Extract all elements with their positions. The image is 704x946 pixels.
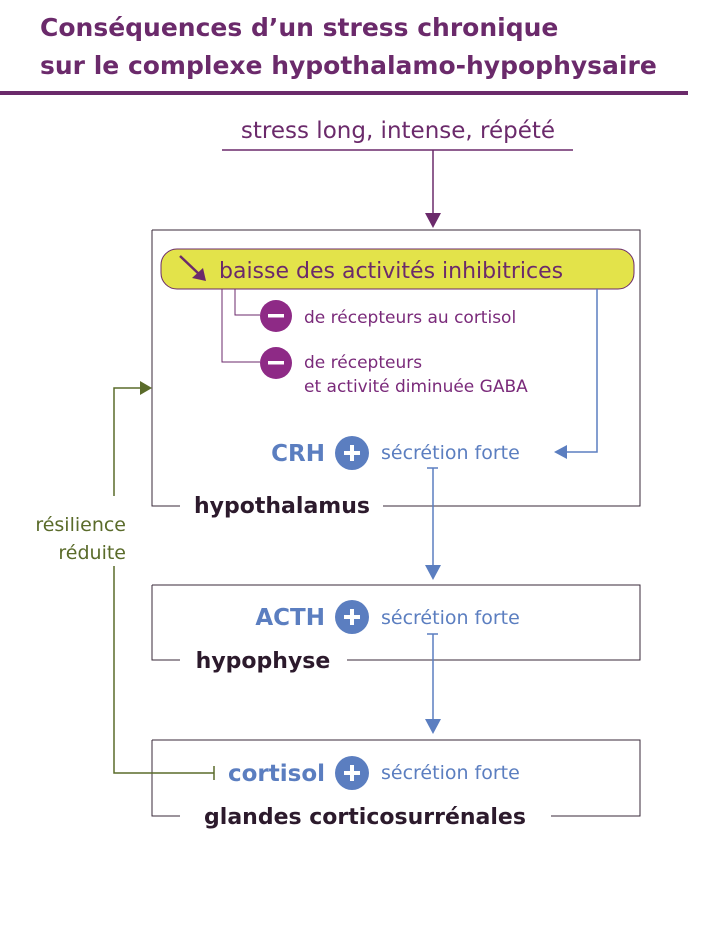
feedback-line-lower bbox=[113, 566, 214, 774]
plus-v bbox=[350, 609, 354, 625]
acth-secretion: sécrétion forte bbox=[381, 607, 520, 629]
stress-input-label: stress long, intense, répété bbox=[241, 118, 555, 144]
effect2-line1: de récepteurs bbox=[304, 353, 422, 373]
inhibitory-activity-banner bbox=[160, 248, 635, 290]
title-underline bbox=[0, 91, 688, 95]
glandes-label: glandes corticosurrénales bbox=[204, 805, 526, 830]
banner-text: baisse des activités inhibitrices bbox=[219, 259, 563, 284]
acth-label: ACTH bbox=[255, 605, 325, 631]
stress-to-hypothalamus-arrow-head bbox=[425, 213, 441, 228]
plus-v bbox=[350, 445, 354, 461]
effect1-text: de récepteurs au cortisol bbox=[304, 308, 516, 328]
plus-v bbox=[350, 765, 354, 781]
feedback-label-line1: résilience bbox=[35, 514, 126, 536]
minus-sign-bar bbox=[268, 314, 284, 318]
hypothalamus-label: hypothalamus bbox=[194, 494, 370, 519]
feedback-arrow-head bbox=[140, 381, 152, 395]
minus-sign-bar bbox=[268, 361, 284, 365]
effect2-line2: et activité diminuée GABA bbox=[304, 377, 528, 397]
hypophyse-box bbox=[151, 584, 641, 661]
crh-label: CRH bbox=[271, 441, 325, 467]
hypophyse-label: hypophyse bbox=[196, 649, 331, 674]
banner-to-crh-arrow-head bbox=[554, 445, 567, 459]
acth-to-glandes-arrow-head bbox=[425, 719, 441, 734]
feedback-label-line2: réduite bbox=[58, 542, 126, 564]
feedback-line-upper bbox=[113, 387, 142, 496]
glandes-box bbox=[151, 739, 641, 817]
title-line-1: Conséquences d’un stress chronique bbox=[40, 13, 558, 42]
banner-to-crh-line bbox=[565, 289, 598, 453]
title-line-2: sur le complexe hypothalamo-hypophysaire bbox=[40, 51, 657, 80]
arrow-down-right-icon bbox=[179, 255, 206, 281]
cortisol-label: cortisol bbox=[228, 761, 325, 787]
crh-to-hypophyse-arrow-head bbox=[425, 565, 441, 580]
connector-effect1 bbox=[234, 289, 260, 316]
crh-secretion: sécrétion forte bbox=[381, 442, 520, 464]
hypothalamus-box bbox=[151, 229, 641, 507]
connector-effect2 bbox=[221, 289, 260, 363]
cortisol-secretion: sécrétion forte bbox=[381, 762, 520, 784]
